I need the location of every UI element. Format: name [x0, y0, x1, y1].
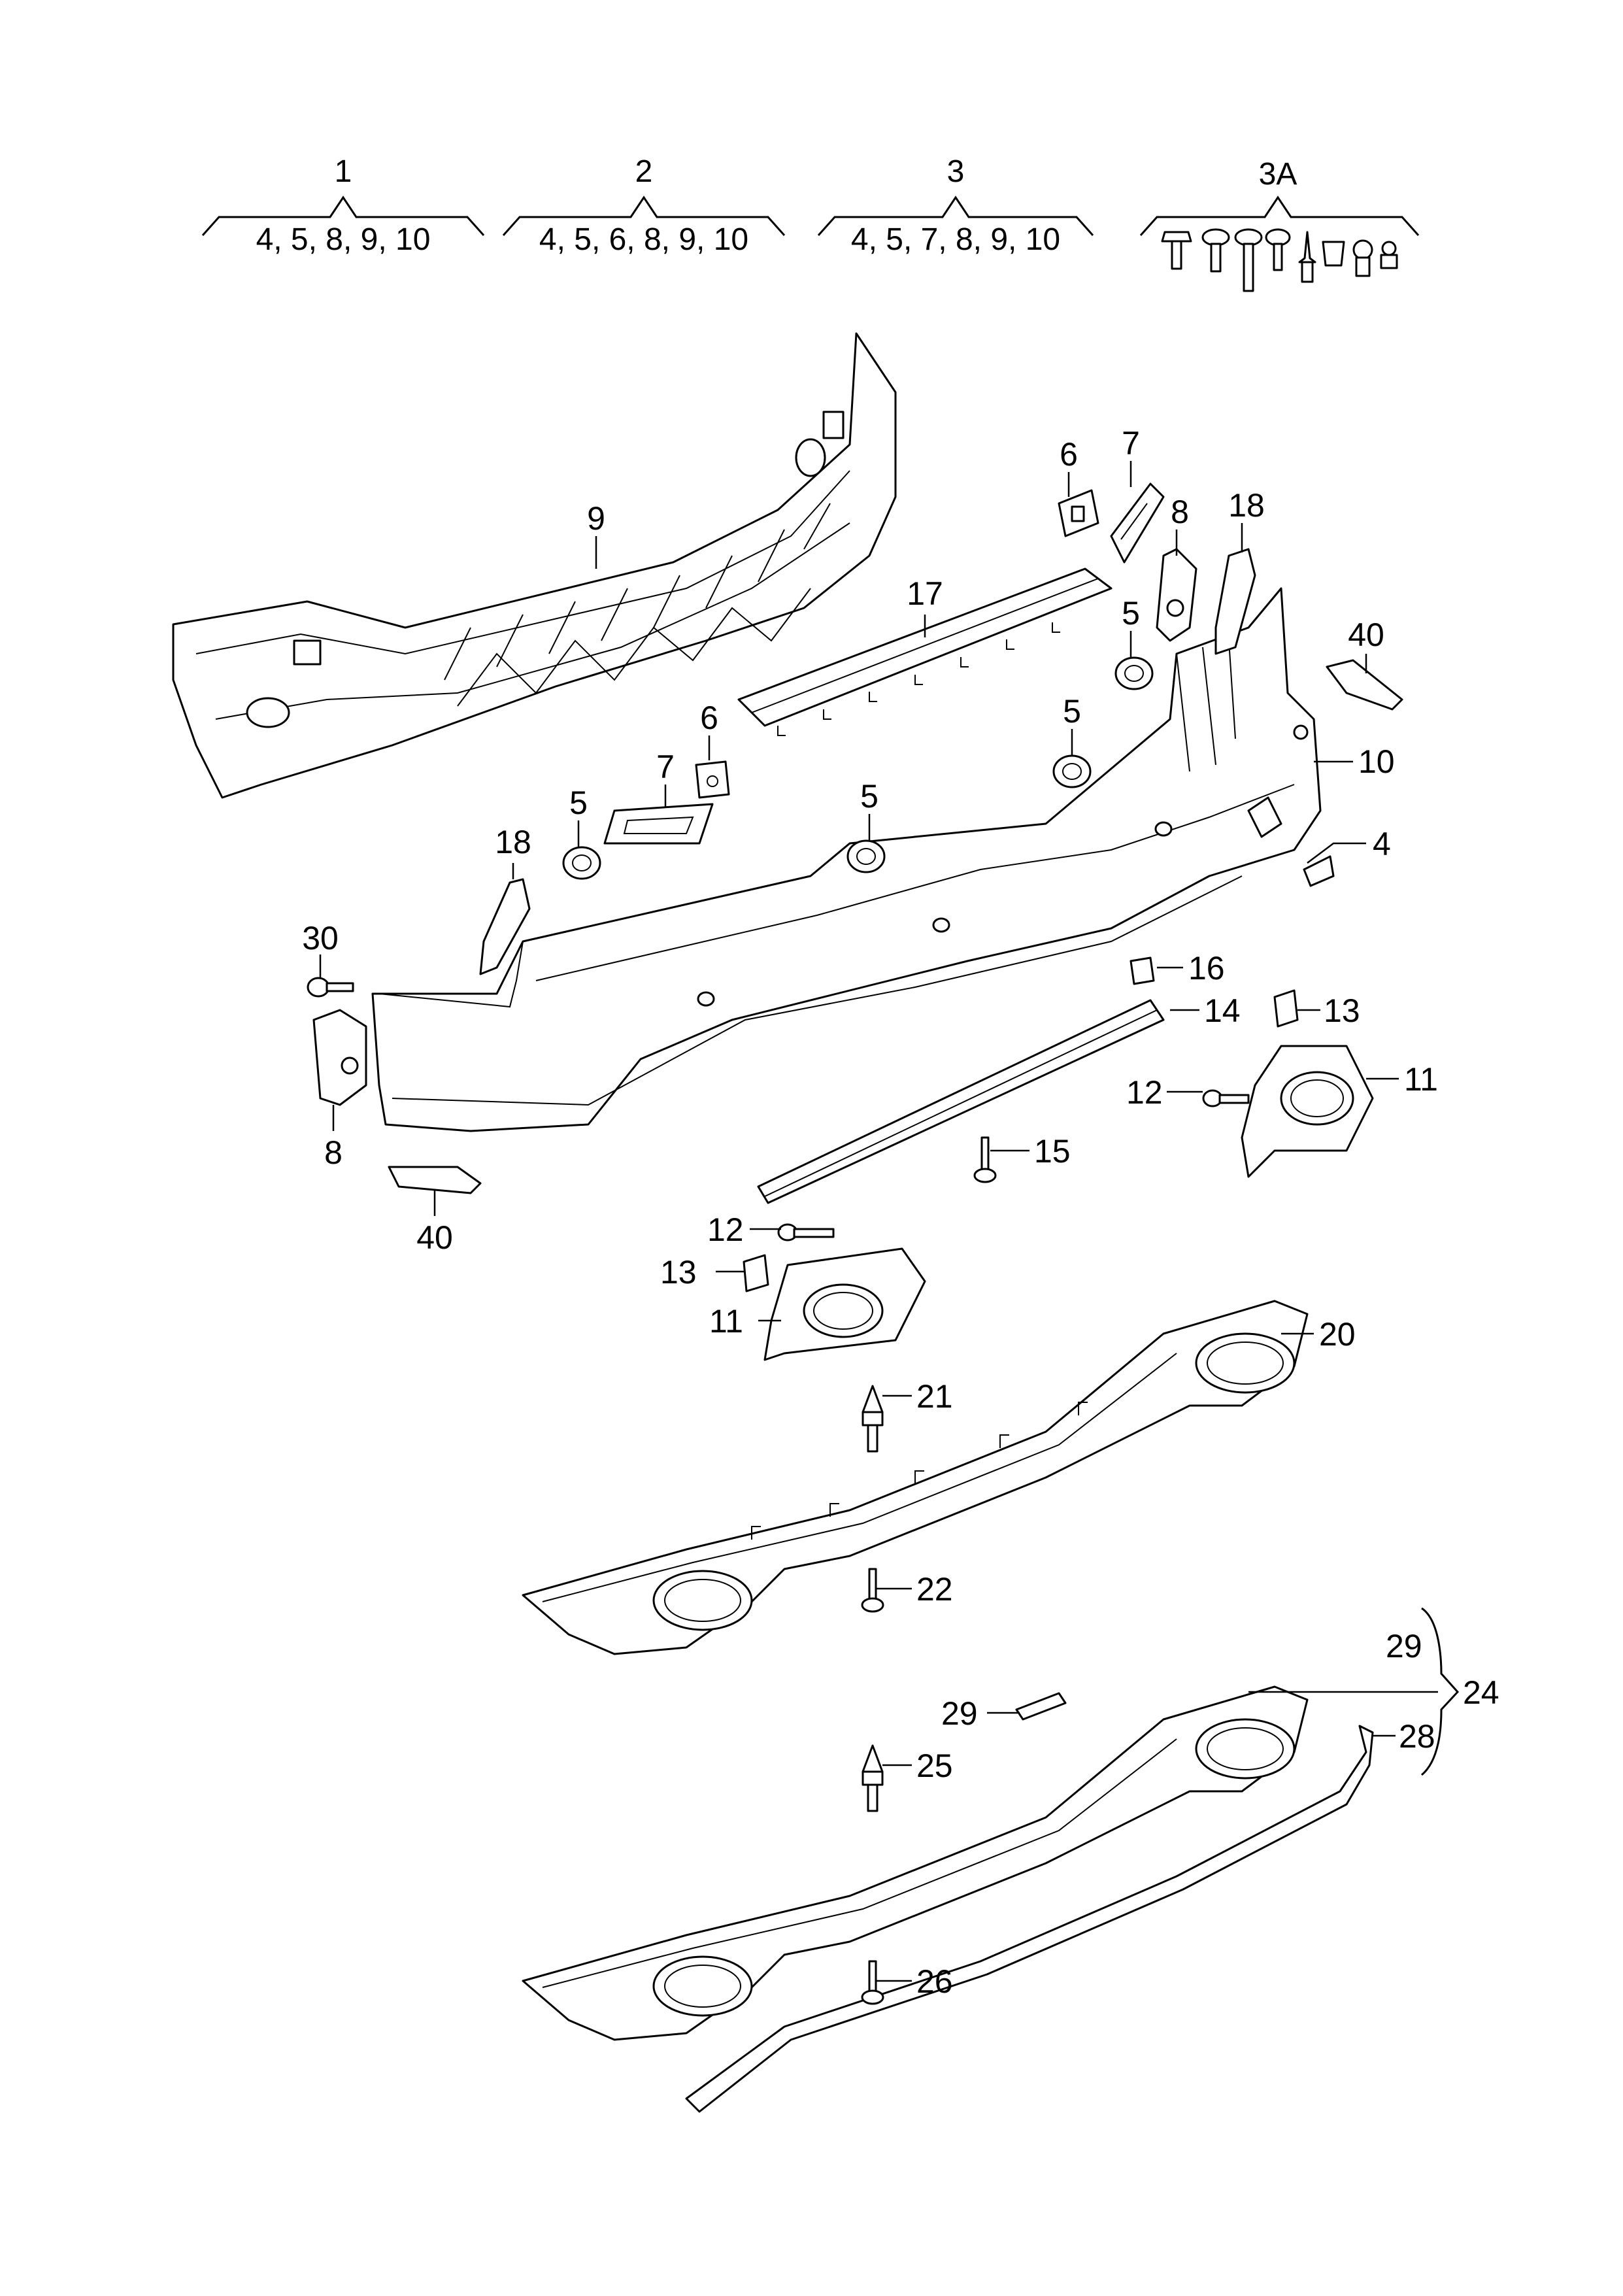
- group-3-label: 3: [947, 154, 965, 189]
- callout-8-lower: 8: [324, 1134, 343, 1171]
- part-12-bolt-right: [1202, 1089, 1250, 1107]
- group-3a: 3A: [1139, 157, 1420, 292]
- group-3: 3 4, 5, 7, 8, 9, 10: [817, 154, 1094, 257]
- group-3a-label: 3A: [1259, 157, 1297, 192]
- group-1-contents: 4, 5, 8, 9, 10: [256, 222, 431, 257]
- callout-24: 24: [1463, 1674, 1499, 1711]
- group-1-label: 1: [335, 154, 352, 189]
- leader-lines: [319, 461, 1460, 1982]
- callout-22: 22: [916, 1571, 953, 1608]
- callout-7-lower: 7: [656, 749, 675, 785]
- part-18-bracket-lower: [479, 878, 531, 975]
- callout-16: 16: [1188, 950, 1225, 987]
- part-17-trim-strip: [737, 567, 1113, 736]
- part-5-sensor-a: [1114, 656, 1154, 690]
- part-7-plate-lower: [603, 803, 714, 845]
- callout-11-left: 11: [709, 1303, 743, 1340]
- group-3-contents: 4, 5, 7, 8, 9, 10: [851, 222, 1060, 257]
- part-9-impact-bar: [172, 332, 897, 799]
- callout-13-right: 13: [1324, 992, 1360, 1029]
- callout-18-lower: 18: [495, 824, 531, 860]
- callout-7-upper: 7: [1122, 425, 1140, 462]
- group-2: 2 4, 5, 6, 8, 9, 10: [502, 154, 786, 257]
- callout-15: 15: [1034, 1133, 1071, 1170]
- part-8-guide-upper: [1156, 548, 1197, 642]
- callout-18-upper: 18: [1228, 487, 1265, 524]
- callout-9: 9: [587, 500, 605, 537]
- part-12-bolt-left: [777, 1223, 835, 1241]
- callout-11-right: 11: [1404, 1061, 1438, 1098]
- part-13-clip-right: [1273, 989, 1299, 1028]
- group-2-contents: 4, 5, 6, 8, 9, 10: [539, 222, 748, 257]
- part-28-trim-strip: [685, 1725, 1374, 2113]
- callout-5-c: 5: [860, 778, 878, 815]
- callout-12-left: 12: [707, 1211, 744, 1248]
- part-6-bracket-lower: [695, 760, 730, 799]
- group-1: 1 4, 5, 8, 9, 10: [201, 154, 485, 257]
- callout-29-upper: 29: [1386, 1628, 1422, 1664]
- part-10-bumper-cover: [371, 587, 1322, 1132]
- callout-labels: 9 6 7 8 18 17 5 40 6 7 5 5 5 10 18 4 30 …: [302, 425, 1499, 2000]
- part-5-sensor-c: [846, 839, 886, 873]
- callout-5-d: 5: [569, 785, 588, 821]
- callout-29-lower: 29: [941, 1695, 978, 1732]
- group-2-label: 2: [635, 154, 653, 189]
- part-30-bolt: [307, 977, 354, 998]
- callout-12-right: 12: [1126, 1074, 1163, 1111]
- callout-5-a: 5: [1122, 595, 1140, 632]
- part-13-clip-left: [743, 1254, 769, 1292]
- callout-10: 10: [1358, 743, 1395, 780]
- callout-20: 20: [1319, 1316, 1356, 1353]
- part-20-diffuser: [522, 1300, 1309, 1655]
- callout-13-left: 13: [660, 1254, 697, 1291]
- callout-5-b: 5: [1063, 693, 1081, 730]
- part-15-screw: [973, 1136, 997, 1183]
- part-11-tailpipe-bracket-left: [763, 1247, 926, 1361]
- part-29-insert: [1015, 1692, 1067, 1721]
- part-40-reflector-left: [388, 1166, 482, 1194]
- part-6-bracket-upper: [1058, 489, 1099, 537]
- part-18-bracket-upper: [1214, 548, 1256, 655]
- part-8-guide-lower: [312, 1009, 367, 1106]
- part-16-clip: [1129, 956, 1155, 985]
- callout-28: 28: [1399, 1718, 1435, 1755]
- part-26-screw: [861, 1960, 884, 2005]
- part-5-sensor-b: [1052, 754, 1092, 788]
- part-4-tow-cover: [1303, 855, 1335, 887]
- fastener-set-graphic: [1161, 228, 1398, 292]
- part-40-reflector-right: [1326, 659, 1403, 711]
- callout-30: 30: [302, 920, 339, 956]
- part-25-push-clip: [862, 1744, 884, 1812]
- part-5-sensor-d: [562, 846, 601, 880]
- callout-8-upper: 8: [1171, 494, 1189, 530]
- part-11-tailpipe-bracket-right: [1241, 1045, 1374, 1178]
- callout-6-upper: 6: [1060, 436, 1078, 473]
- callout-14: 14: [1204, 992, 1241, 1029]
- part-7-plate-upper: [1110, 482, 1165, 564]
- callout-26: 26: [916, 1963, 953, 2000]
- callout-25: 25: [916, 1747, 953, 1784]
- part-24-diffuser-assembly: [522, 1685, 1309, 2041]
- part-14-lower-strip: [757, 999, 1165, 1204]
- part-22-screw: [861, 1568, 884, 1613]
- callout-4: 4: [1373, 826, 1391, 862]
- callout-21: 21: [916, 1378, 953, 1415]
- callout-40-left: 40: [416, 1219, 453, 1256]
- callout-6-lower: 6: [700, 700, 718, 736]
- part-21-push-clip: [862, 1385, 884, 1453]
- callout-17: 17: [907, 575, 943, 612]
- callout-40-right: 40: [1348, 616, 1384, 653]
